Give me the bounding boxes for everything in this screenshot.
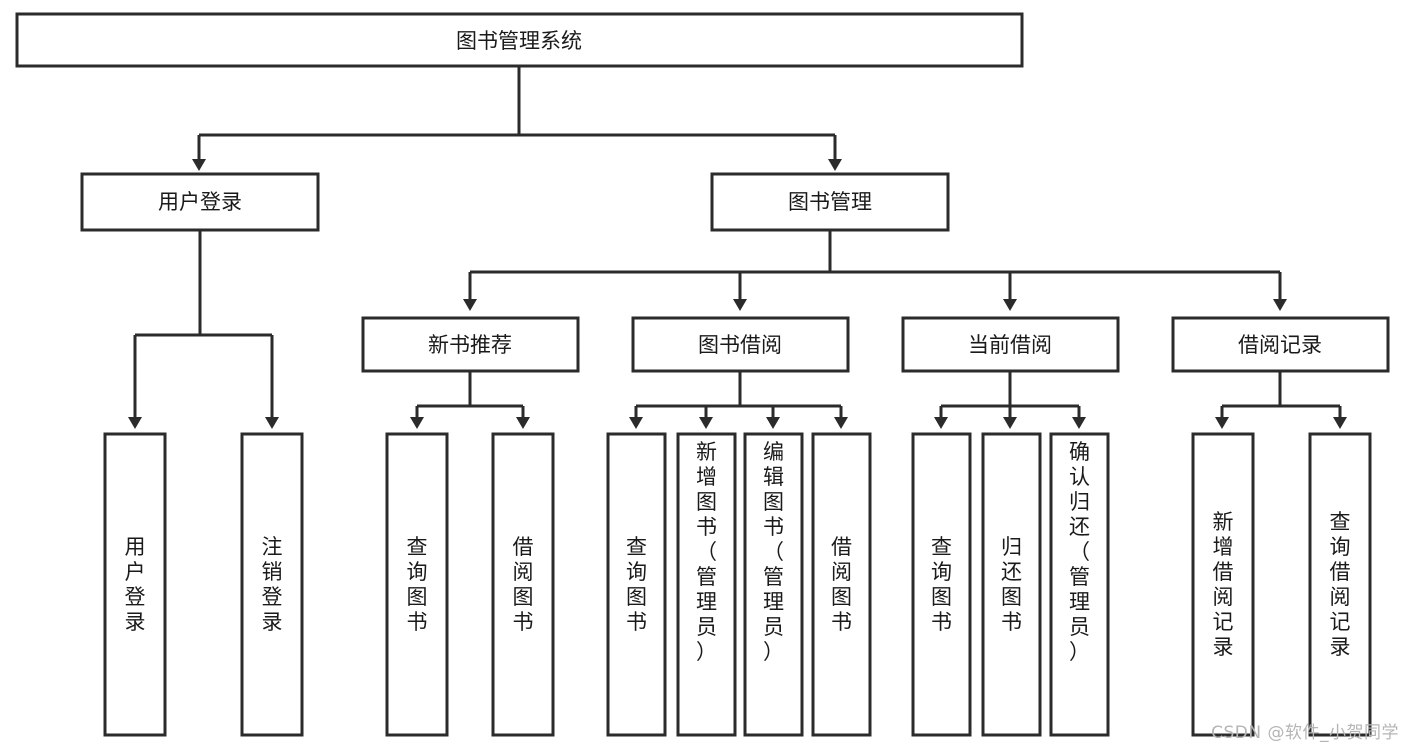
leaf-user-logout-box[interactable] bbox=[240, 432, 304, 737]
node-new-book-recommend[interactable]: 新书推荐 bbox=[361, 316, 580, 373]
node-root-box[interactable] bbox=[15, 12, 1024, 68]
connector-book-management-to-level2 bbox=[463, 230, 1287, 311]
node-root-label: 图书管理系统 bbox=[456, 29, 582, 53]
connector-book-borrow-to-leaves bbox=[629, 371, 848, 429]
leaf-query-book-3-box[interactable] bbox=[911, 432, 972, 737]
node-borrow-record[interactable]: 借阅记录 bbox=[1171, 316, 1390, 373]
leaf-confirm-return-box[interactable] bbox=[1049, 432, 1110, 737]
leaf-add-book-box[interactable] bbox=[676, 432, 737, 737]
connector-current-borrow-to-leaves bbox=[934, 371, 1086, 429]
node-borrow-record-box[interactable] bbox=[1171, 316, 1390, 373]
leaf-borrow-book-1-box[interactable] bbox=[491, 432, 555, 737]
node-current-borrow-box[interactable] bbox=[901, 316, 1120, 373]
node-book-borrow-box[interactable] bbox=[631, 316, 850, 373]
connector-borrow-record-to-leaves bbox=[1215, 371, 1347, 429]
node-book-borrow-label: 图书借阅 bbox=[698, 333, 782, 357]
leaf-query-book-2-box[interactable] bbox=[606, 432, 667, 737]
leaf-add-record-box[interactable] bbox=[1191, 432, 1255, 737]
leaf-return-book-box[interactable] bbox=[981, 432, 1042, 737]
node-current-borrow-label: 当前借阅 bbox=[968, 333, 1052, 357]
connector-user-login-to-leaves bbox=[128, 230, 279, 429]
leaf-borrow-book-2-box[interactable] bbox=[811, 432, 872, 737]
node-user-login-label: 用户登录 bbox=[158, 190, 242, 214]
node-borrow-record-label: 借阅记录 bbox=[1238, 333, 1322, 357]
node-book-management-box[interactable] bbox=[710, 172, 950, 232]
node-new-book-recommend-box[interactable] bbox=[361, 316, 580, 373]
node-book-management[interactable]: 图书管理 bbox=[710, 172, 950, 232]
node-root[interactable]: 图书管理系统 bbox=[15, 12, 1024, 68]
csdn-watermark: CSDN @软件_小贺同学 bbox=[1211, 723, 1399, 743]
leaf-user-login-box[interactable] bbox=[103, 432, 167, 737]
leaf-query-book-1-box[interactable] bbox=[385, 432, 449, 737]
node-current-borrow[interactable]: 当前借阅 bbox=[901, 316, 1120, 373]
leaf-edit-book-box[interactable] bbox=[743, 432, 804, 737]
leaf-query-record-box[interactable] bbox=[1308, 432, 1372, 737]
node-book-borrow[interactable]: 图书借阅 bbox=[631, 316, 850, 373]
node-new-book-recommend-label: 新书推荐 bbox=[428, 333, 512, 357]
node-book-management-label: 图书管理 bbox=[788, 190, 872, 214]
node-user-login[interactable]: 用户登录 bbox=[80, 172, 320, 232]
connector-root-to-level1 bbox=[192, 66, 842, 171]
connector-new-book-recommend-to-leaves bbox=[410, 371, 530, 429]
